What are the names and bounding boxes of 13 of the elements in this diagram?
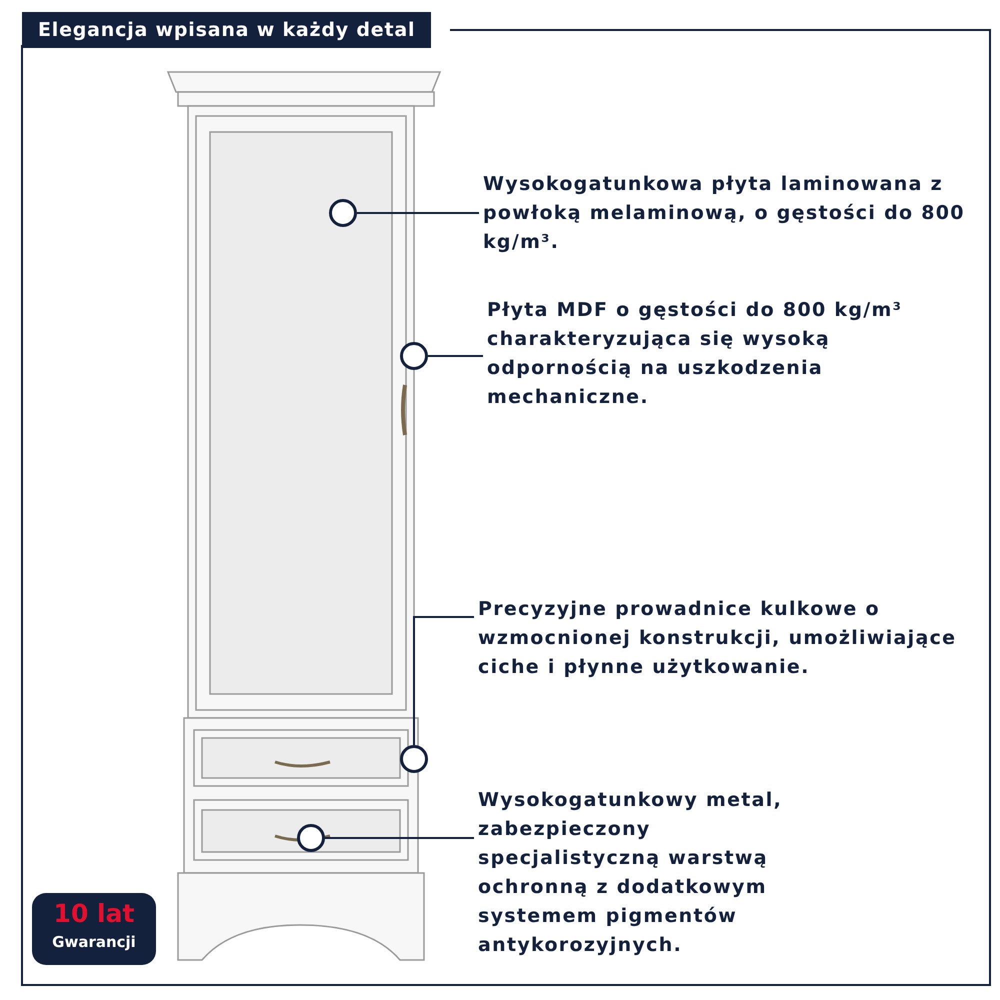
marker-circle (400, 745, 428, 773)
title-banner: Elegancja wpisana w każdy detal (22, 12, 432, 48)
callout-text: Płyta MDF o gęstości do 800 kg/m³ charakteryzująca się wysoką odpornością na uszkodzenia mechaniczne. (487, 296, 957, 412)
badge-number-text: 10 lat (52, 899, 136, 929)
leader-line (325, 837, 474, 839)
callout-text: Precyzyjne prowadnice kulkowe o wzmocnionej konstrukcji, umożliwiające ciche i płynne użytkowanie. (478, 595, 968, 682)
marker-circle (400, 342, 428, 370)
leader-line (413, 616, 474, 745)
leader-line (357, 212, 479, 214)
callout-text: Wysokogatunkowa płyta laminowana z powłoką melaminową, o gęstości do 800 kg/m³. (483, 170, 983, 257)
badge-text: Gwarancji (51, 932, 137, 953)
callout-text: Wysokogatunkowy metal, zabezpieczony specjalistyczną warstwą ochronną z dodatkowym systemem pigmentów antykorozyjnych. (478, 786, 818, 960)
leader-line (428, 355, 483, 357)
